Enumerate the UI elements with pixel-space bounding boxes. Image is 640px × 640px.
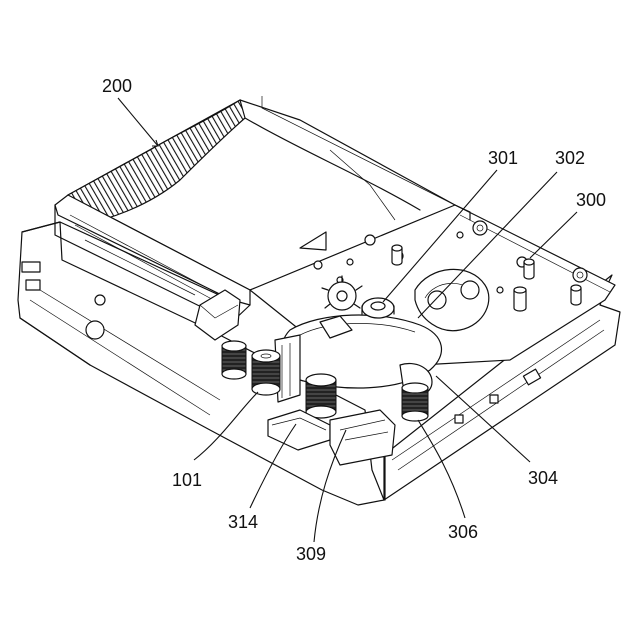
label-301: 301 [488,148,518,168]
spool-306 [402,383,428,421]
spool-101 [252,350,280,395]
label-302: 302 [555,148,585,168]
label-309: 309 [296,544,326,564]
label-300: 300 [576,190,606,210]
label-200: 200 [102,76,132,96]
frame-309 [330,410,395,465]
label-304: 304 [528,468,558,488]
gear [362,298,394,318]
label-314: 314 [228,512,258,532]
spool [306,374,336,418]
spool [222,341,246,379]
label-306: 306 [448,522,478,542]
label-101: 101 [172,470,202,490]
